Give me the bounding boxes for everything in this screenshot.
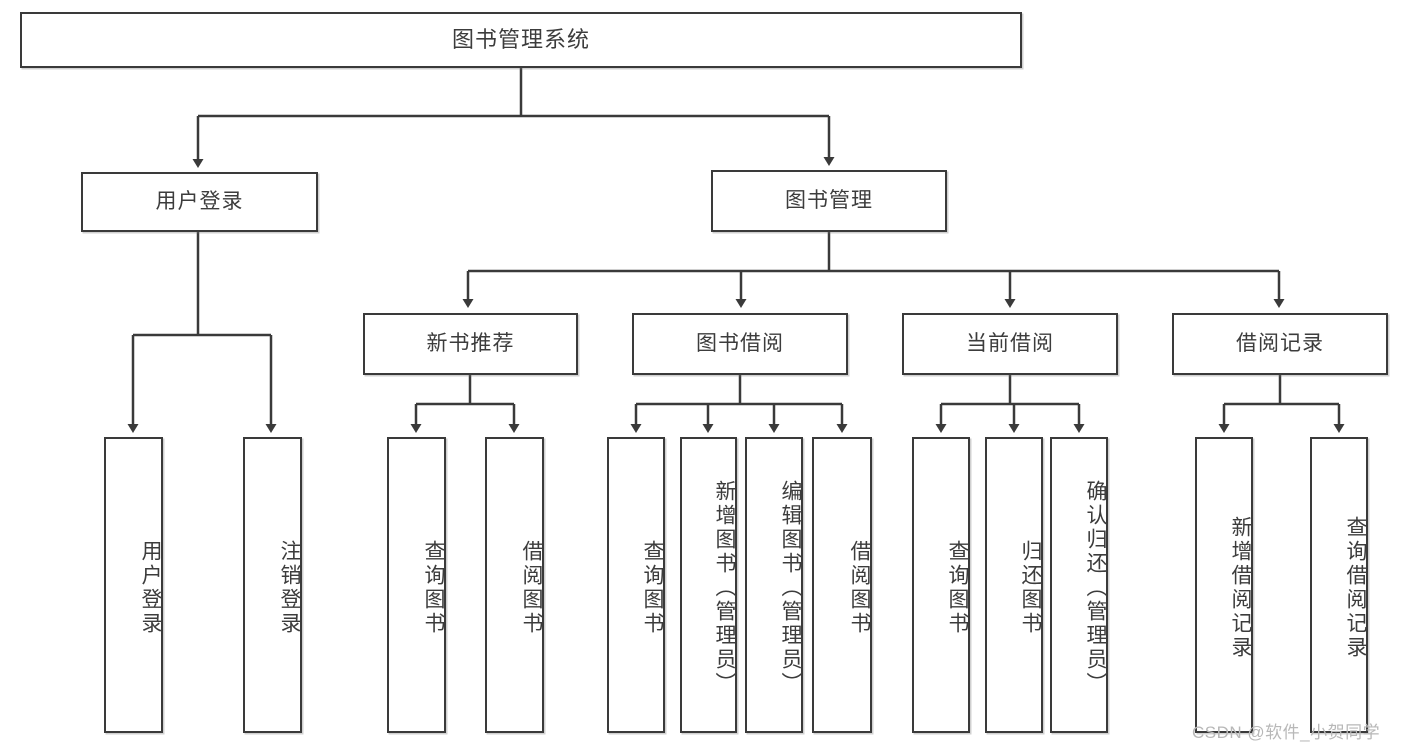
node-root-label: 图书管理系统 [451,26,590,52]
node-current-borrow[interactable]: 当前借阅 [902,313,1118,375]
leaf-query-books-current[interactable]: 查询图书 [912,437,970,733]
leaf-logout-label: 注销登录 [278,540,301,636]
leaf-edit-book-admin[interactable]: 编辑图书（管理员） [745,437,803,733]
leaf-add-borrow-record[interactable]: 新增借阅记录 [1195,437,1253,733]
leaf-logout[interactable]: 注销登录 [243,437,302,733]
leaf-borrow-books[interactable]: 借阅图书 [812,437,872,733]
leaf-return-books[interactable]: 归还图书 [985,437,1043,733]
node-root[interactable]: 图书管理系统 [20,12,1022,68]
csdn-watermark: CSDN @软件_小贺同学 [1192,723,1381,742]
node-user-login-label: 用户登录 [155,190,244,214]
leaf-query-books-recommend[interactable]: 查询图书 [387,437,446,733]
leaf-borrow-books-recommend[interactable]: 借阅图书 [485,437,544,733]
node-new-book-recommend-label: 新书推荐 [426,332,515,356]
leaf-add-book-admin[interactable]: 新增图书（管理员） [680,437,737,733]
leaf-user-login-label: 用户登录 [139,540,162,636]
node-book-management[interactable]: 图书管理 [711,170,947,232]
node-current-borrow-label: 当前借阅 [966,332,1054,356]
leaf-query-books-borrow-label: 查询图书 [641,540,664,636]
node-book-borrow[interactable]: 图书借阅 [632,313,848,375]
node-user-login[interactable]: 用户登录 [81,172,318,232]
leaf-query-books-borrow[interactable]: 查询图书 [607,437,665,733]
node-borrow-records-label: 借阅记录 [1236,332,1324,356]
leaf-return-books-label: 归还图书 [1019,540,1042,636]
leaf-query-books-current-label: 查询图书 [946,540,969,636]
leaf-confirm-return-admin[interactable]: 确认归还（管理员） [1050,437,1108,733]
leaf-confirm-return-admin-label: 确认归还（管理员） [1084,480,1107,696]
leaf-edit-book-admin-label: 编辑图书（管理员） [779,480,802,696]
leaf-query-books-recommend-label: 查询图书 [422,540,445,636]
node-new-book-recommend[interactable]: 新书推荐 [363,313,578,375]
leaf-query-borrow-record-label: 查询借阅记录 [1344,516,1367,660]
leaf-add-book-admin-label: 新增图书（管理员） [713,480,736,696]
node-borrow-records[interactable]: 借阅记录 [1172,313,1388,375]
leaf-borrow-books-recommend-label: 借阅图书 [520,540,543,636]
leaf-add-borrow-record-label: 新增借阅记录 [1229,516,1252,660]
leaf-query-borrow-record[interactable]: 查询借阅记录 [1310,437,1368,733]
node-book-management-label: 图书管理 [785,189,873,213]
node-book-borrow-label: 图书借阅 [696,332,784,356]
leaf-borrow-books-label: 借阅图书 [848,540,871,636]
leaf-user-login[interactable]: 用户登录 [104,437,163,733]
